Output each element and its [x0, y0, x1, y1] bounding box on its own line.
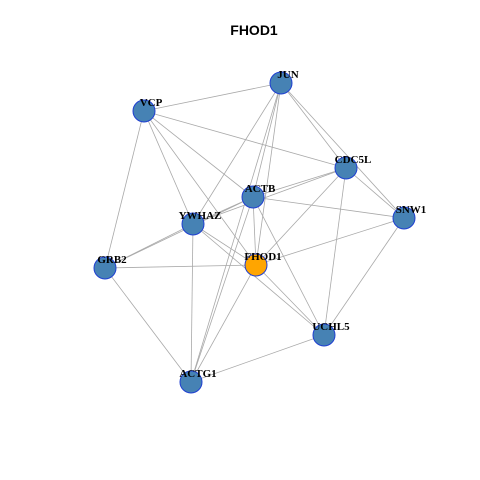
node-actb: ACTB: [241, 183, 276, 209]
edge-fhod1-uchl5: [255, 264, 325, 336]
edge-ywhaz-actg1: [190, 223, 194, 383]
node-label: ACTG1: [179, 368, 216, 380]
edge-cdc5l-uchl5: [323, 167, 347, 336]
edge-uchl5-actg1: [190, 334, 325, 383]
edge-jun-actg1: [190, 82, 282, 383]
edge-fhod1-actg1: [190, 264, 257, 383]
node-circle: [269, 71, 293, 95]
node-circle: [244, 253, 268, 277]
node-jun: JUN: [269, 69, 299, 95]
edge-grb2-actg1: [104, 267, 192, 383]
node-circle: [392, 206, 416, 230]
edge-ywhaz-uchl5: [192, 223, 325, 336]
edge-vcp-jun: [143, 82, 282, 112]
edge-snw1-uchl5: [323, 217, 405, 336]
edges-layer: [104, 82, 405, 383]
node-circle: [179, 370, 203, 394]
edge-cdc5l-actb: [252, 167, 347, 198]
node-circle: [334, 156, 358, 180]
node-vcp: VCP: [132, 97, 163, 123]
node-label: SNW1: [396, 204, 427, 216]
edge-jun-snw1: [280, 82, 405, 219]
edge-cdc5l-snw1: [345, 167, 405, 219]
edge-actb-grb2: [104, 196, 254, 269]
edge-grb2-fhod1: [104, 264, 257, 269]
node-label: UCHL5: [312, 321, 350, 333]
edge-ywhaz-grb2: [104, 223, 194, 269]
edge-jun-ywhaz: [192, 82, 282, 225]
edge-vcp-cdc5l: [143, 110, 347, 169]
edge-cdc5l-fhod1: [255, 167, 347, 266]
edge-vcp-grb2: [104, 110, 145, 269]
node-label: VCP: [140, 97, 163, 109]
node-circle: [312, 323, 336, 347]
node-uchl5: UCHL5: [312, 321, 350, 347]
node-grb2: GRB2: [93, 254, 127, 280]
edge-vcp-ywhaz: [143, 110, 194, 225]
edge-snw1-fhod1: [255, 217, 405, 266]
node-label: ACTB: [245, 183, 276, 195]
node-label: FHOD1: [244, 251, 281, 263]
edge-ywhaz-fhod1: [192, 223, 257, 266]
diagram-title: FHOD1: [230, 22, 278, 38]
edge-actb-actg1: [190, 196, 254, 383]
node-cdc5l: CDC5L: [334, 154, 372, 180]
edge-vcp-fhod1: [143, 110, 257, 266]
node-circle: [132, 99, 156, 123]
node-label: JUN: [277, 69, 298, 81]
node-circle: [181, 212, 205, 236]
edge-actb-snw1: [252, 196, 405, 219]
edge-jun-actb: [252, 82, 282, 198]
edge-cdc5l-ywhaz: [192, 167, 347, 225]
edge-vcp-actb: [143, 110, 254, 198]
edge-jun-fhod1: [255, 82, 282, 266]
edge-actb-uchl5: [252, 196, 325, 336]
node-label: YWHAZ: [179, 210, 222, 222]
node-snw1: SNW1: [392, 204, 427, 230]
node-circle: [93, 256, 117, 280]
node-fhod1: FHOD1: [244, 251, 282, 277]
node-actg1: ACTG1: [179, 368, 217, 394]
edge-jun-cdc5l: [280, 82, 347, 169]
node-label: CDC5L: [335, 154, 372, 166]
node-label: GRB2: [97, 254, 127, 266]
node-circle: [241, 185, 265, 209]
node-ywhaz: YWHAZ: [179, 210, 222, 236]
